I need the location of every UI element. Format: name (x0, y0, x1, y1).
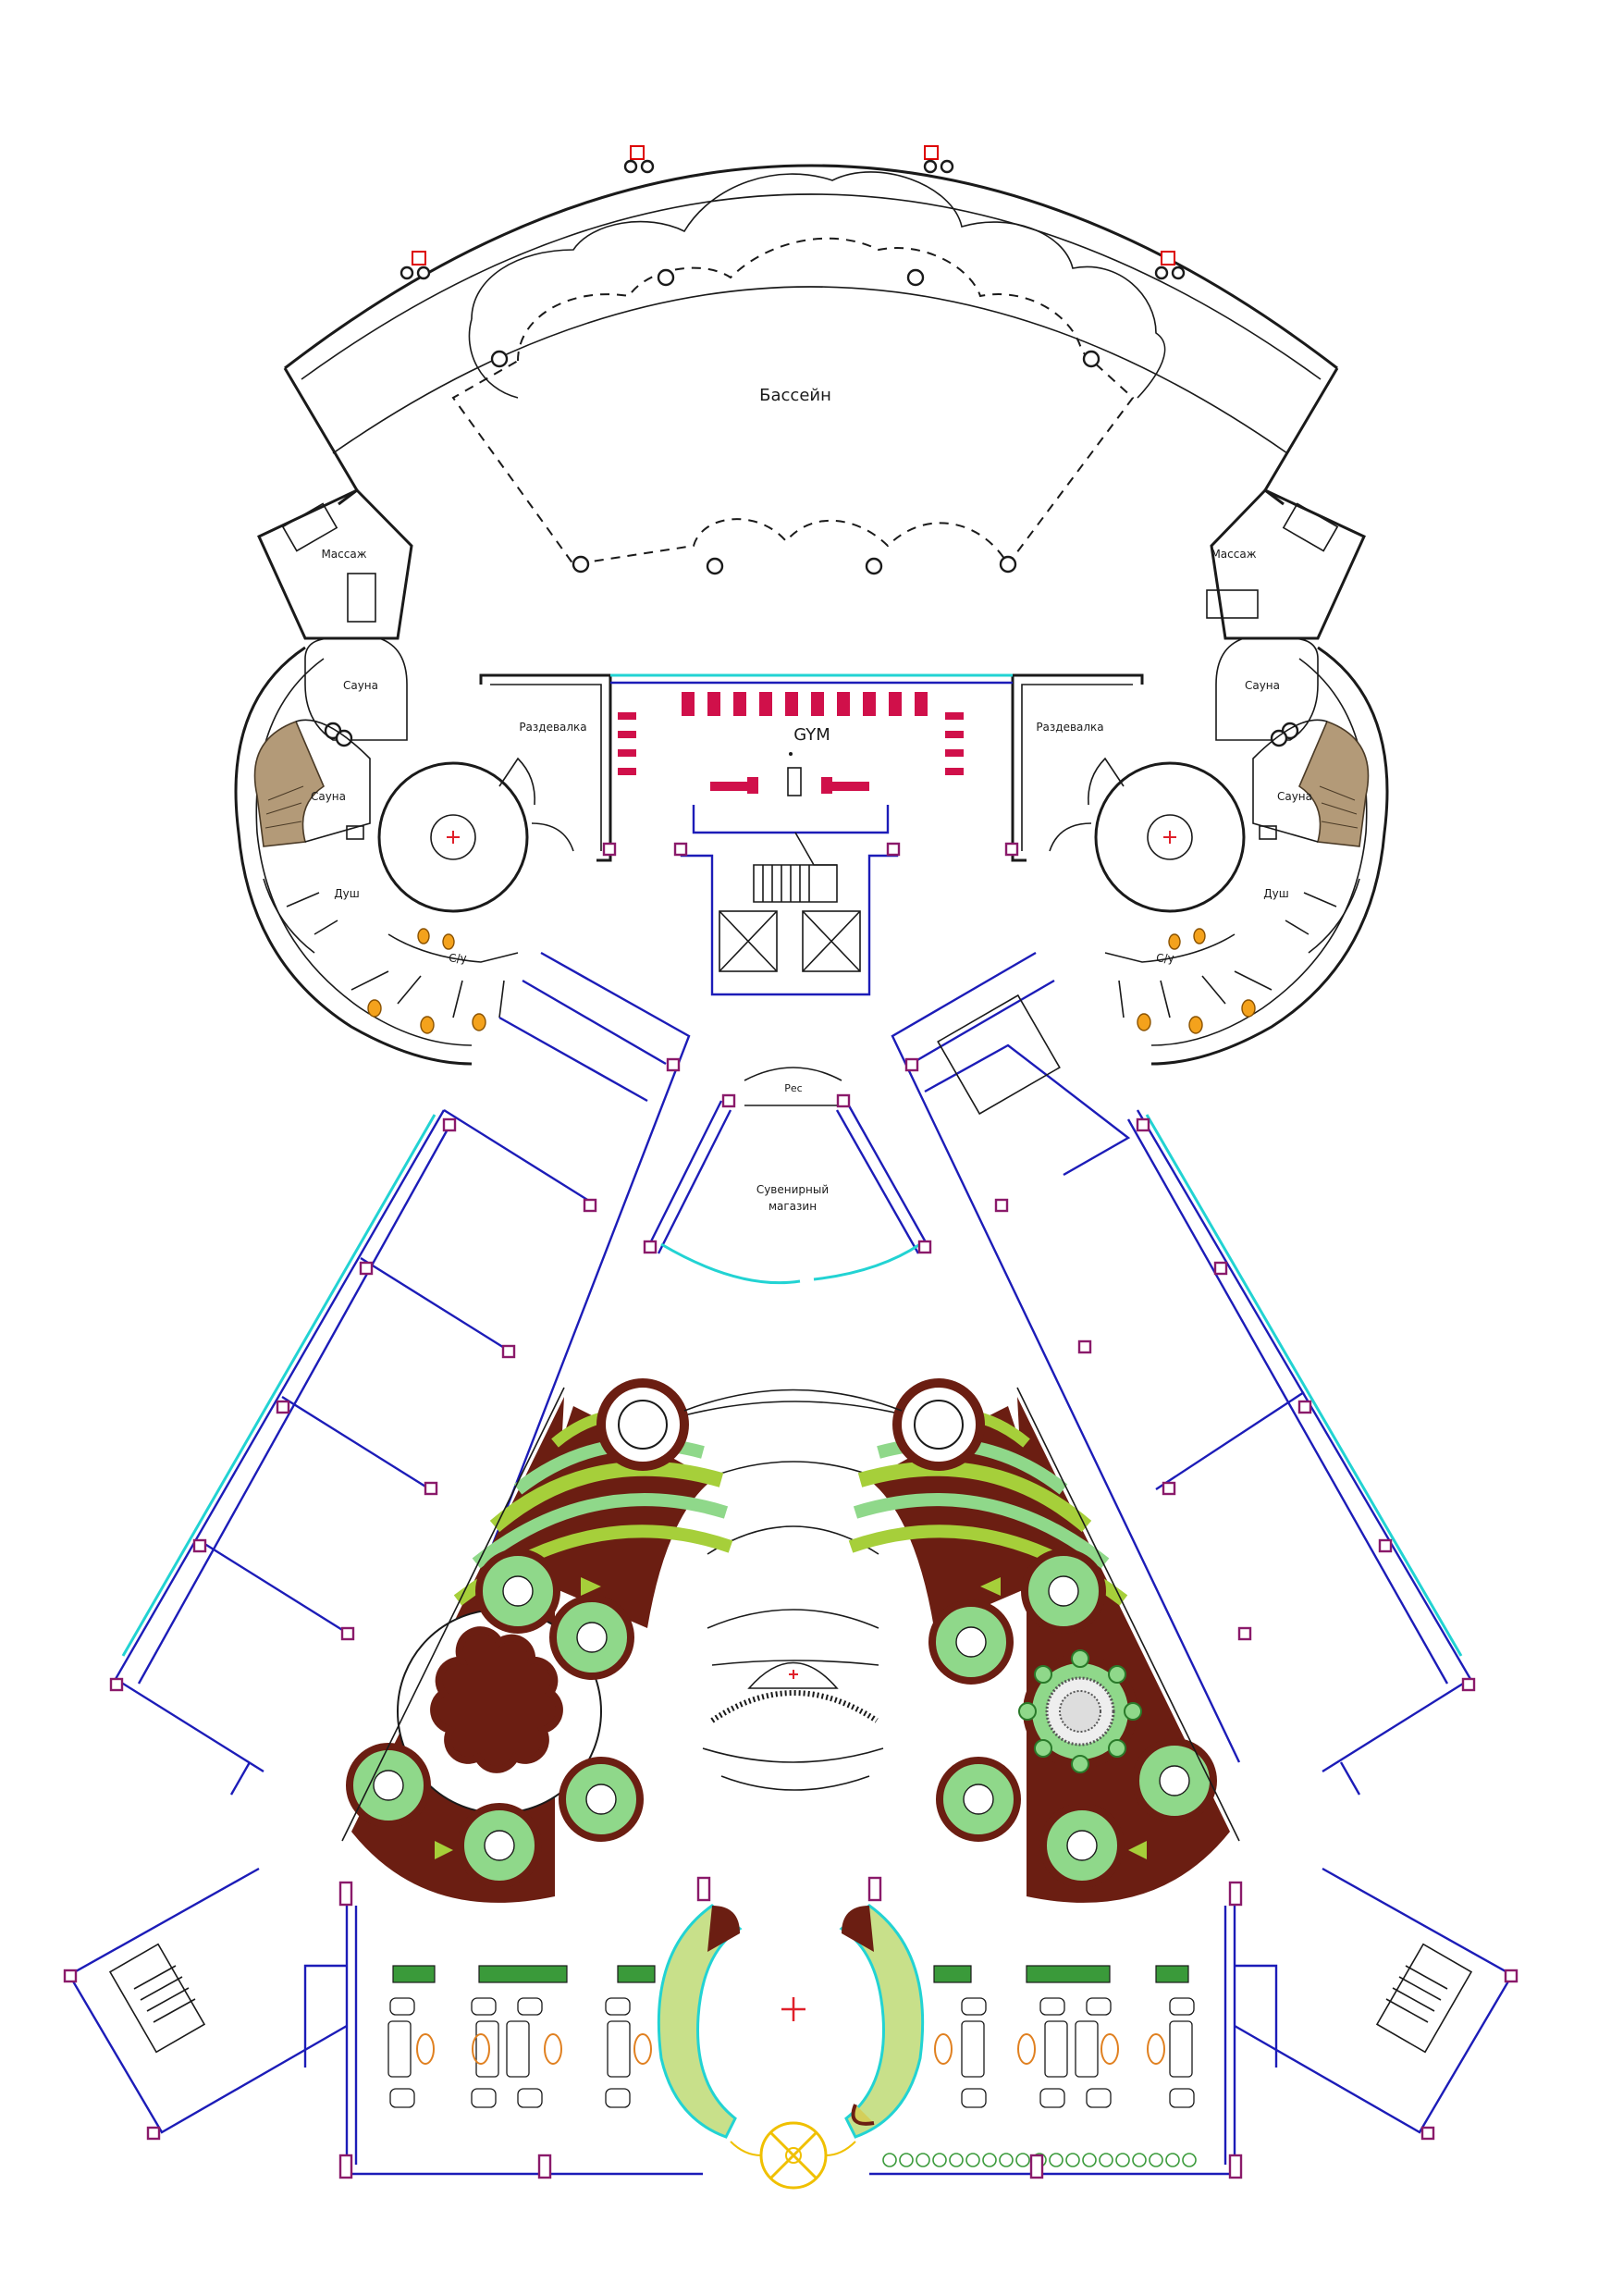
left-spa-wing: Массаж Сауна Сауна Душ С/у (234, 488, 612, 1066)
shower-left-label: Душ (334, 887, 359, 900)
massage-left-label: Массаж (321, 548, 366, 561)
sauna-left-1-label: Сауна (343, 679, 378, 692)
pool-hall: Бассейн (283, 145, 1339, 575)
reception-area: Рес Сувенирный магазин (643, 1067, 932, 1285)
sauna-right-2-label: Сауна (1277, 790, 1312, 803)
gym-label: GYM (793, 725, 830, 745)
massage-right-label: Массаж (1211, 548, 1256, 561)
reception-label: Рес (784, 1082, 802, 1094)
souvenir-label-line1: Сувенирный (756, 1183, 829, 1196)
changing-left-label: Раздевалка (519, 721, 586, 734)
souvenir-label-line2: магазин (768, 1200, 817, 1213)
gym: GYM (602, 673, 1019, 996)
lobby (63, 1867, 1518, 2190)
shower-right-label: Душ (1263, 887, 1288, 900)
sauna-left-2-label: Сауна (311, 790, 346, 803)
wc-left-label: С/у (449, 952, 467, 965)
corridors (109, 951, 1476, 1796)
right-spa-wing: Массаж Сауна Сауна Душ С/у Раздевалка (1011, 488, 1389, 1066)
landscape-restaurant (341, 1378, 1240, 1903)
changing-right-label: Раздевалка (1036, 721, 1103, 734)
wc-right-label: С/у (1156, 952, 1174, 965)
sauna-right-1-label: Сауна (1245, 679, 1280, 692)
pool-label: Бассейн (759, 386, 831, 405)
